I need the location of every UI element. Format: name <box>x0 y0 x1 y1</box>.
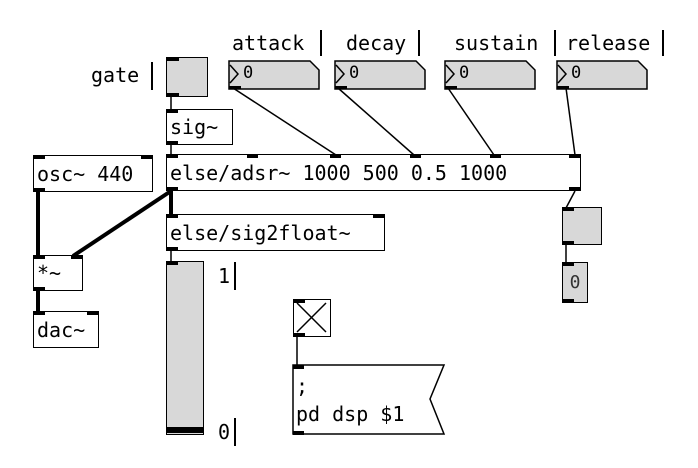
attack-label-tick <box>320 30 322 56</box>
multiply-object-text: *~ <box>37 261 62 285</box>
sig2float-object[interactable]: else/sig2float~ <box>166 214 385 251</box>
slider-min-label: 0 <box>218 420 231 444</box>
cord-release-to-adsr <box>565 87 576 156</box>
output-number-box[interactable]: 0 <box>562 262 588 303</box>
decay-number-value: 0 <box>349 63 360 83</box>
osc-object[interactable]: osc~ 440 <box>33 155 153 192</box>
message-line-2: pd dsp $1 <box>296 402 405 426</box>
sustain-number-value: 0 <box>459 63 470 83</box>
sig-object[interactable]: sig~ <box>166 109 233 145</box>
dsp-message-box[interactable] <box>292 364 446 436</box>
sustain-label: sustain <box>454 31 539 55</box>
dac-object[interactable]: dac~ <box>33 311 99 348</box>
decay-number-box[interactable] <box>334 60 426 90</box>
attack-number-value: 0 <box>243 63 254 83</box>
decay-label-tick <box>418 30 420 56</box>
gate-label: gate <box>91 63 140 87</box>
sig-object-text: sig~ <box>170 115 219 139</box>
gate-bang[interactable] <box>166 57 208 97</box>
slider-knob[interactable] <box>167 427 203 433</box>
sustain-number-box[interactable] <box>444 60 536 90</box>
multiply-object[interactable]: *~ <box>33 255 83 291</box>
cord-decay-to-adsr <box>337 87 415 156</box>
release-label: release <box>566 31 651 55</box>
dsp-toggle[interactable] <box>293 299 331 337</box>
decay-label: decay <box>346 31 407 55</box>
cord-adsr-to-mult <box>71 189 173 258</box>
release-label-tick <box>662 30 664 56</box>
cord-sustain-to-adsr <box>447 87 495 156</box>
attack-number-box[interactable] <box>228 60 320 90</box>
attack-label: attack <box>232 31 305 55</box>
dac-object-text: dac~ <box>37 317 86 342</box>
release-number-box[interactable] <box>556 60 648 90</box>
done-bang[interactable] <box>562 207 602 245</box>
output-number-value: 0 <box>569 271 581 293</box>
slider-min-tick <box>234 418 236 446</box>
adsr-object[interactable]: else/adsr~ 1000 500 0.5 1000 <box>166 154 581 191</box>
message-line-1: ; <box>296 374 309 398</box>
slider-max-tick <box>234 262 236 290</box>
sustain-label-tick <box>554 30 556 56</box>
cord-adsr-to-bang <box>565 190 576 209</box>
sig2float-object-text: else/sig2float~ <box>170 220 351 245</box>
adsr-object-text: else/adsr~ 1000 500 0.5 1000 <box>170 160 508 185</box>
cord-attack-to-adsr <box>232 87 337 156</box>
osc-object-text: osc~ 440 <box>37 161 134 186</box>
slider-max-label: 1 <box>218 264 231 288</box>
release-number-value: 0 <box>571 63 582 83</box>
gate-label-tick <box>151 62 153 90</box>
vertical-slider[interactable] <box>166 261 204 435</box>
toggle-x-icon <box>296 302 327 333</box>
